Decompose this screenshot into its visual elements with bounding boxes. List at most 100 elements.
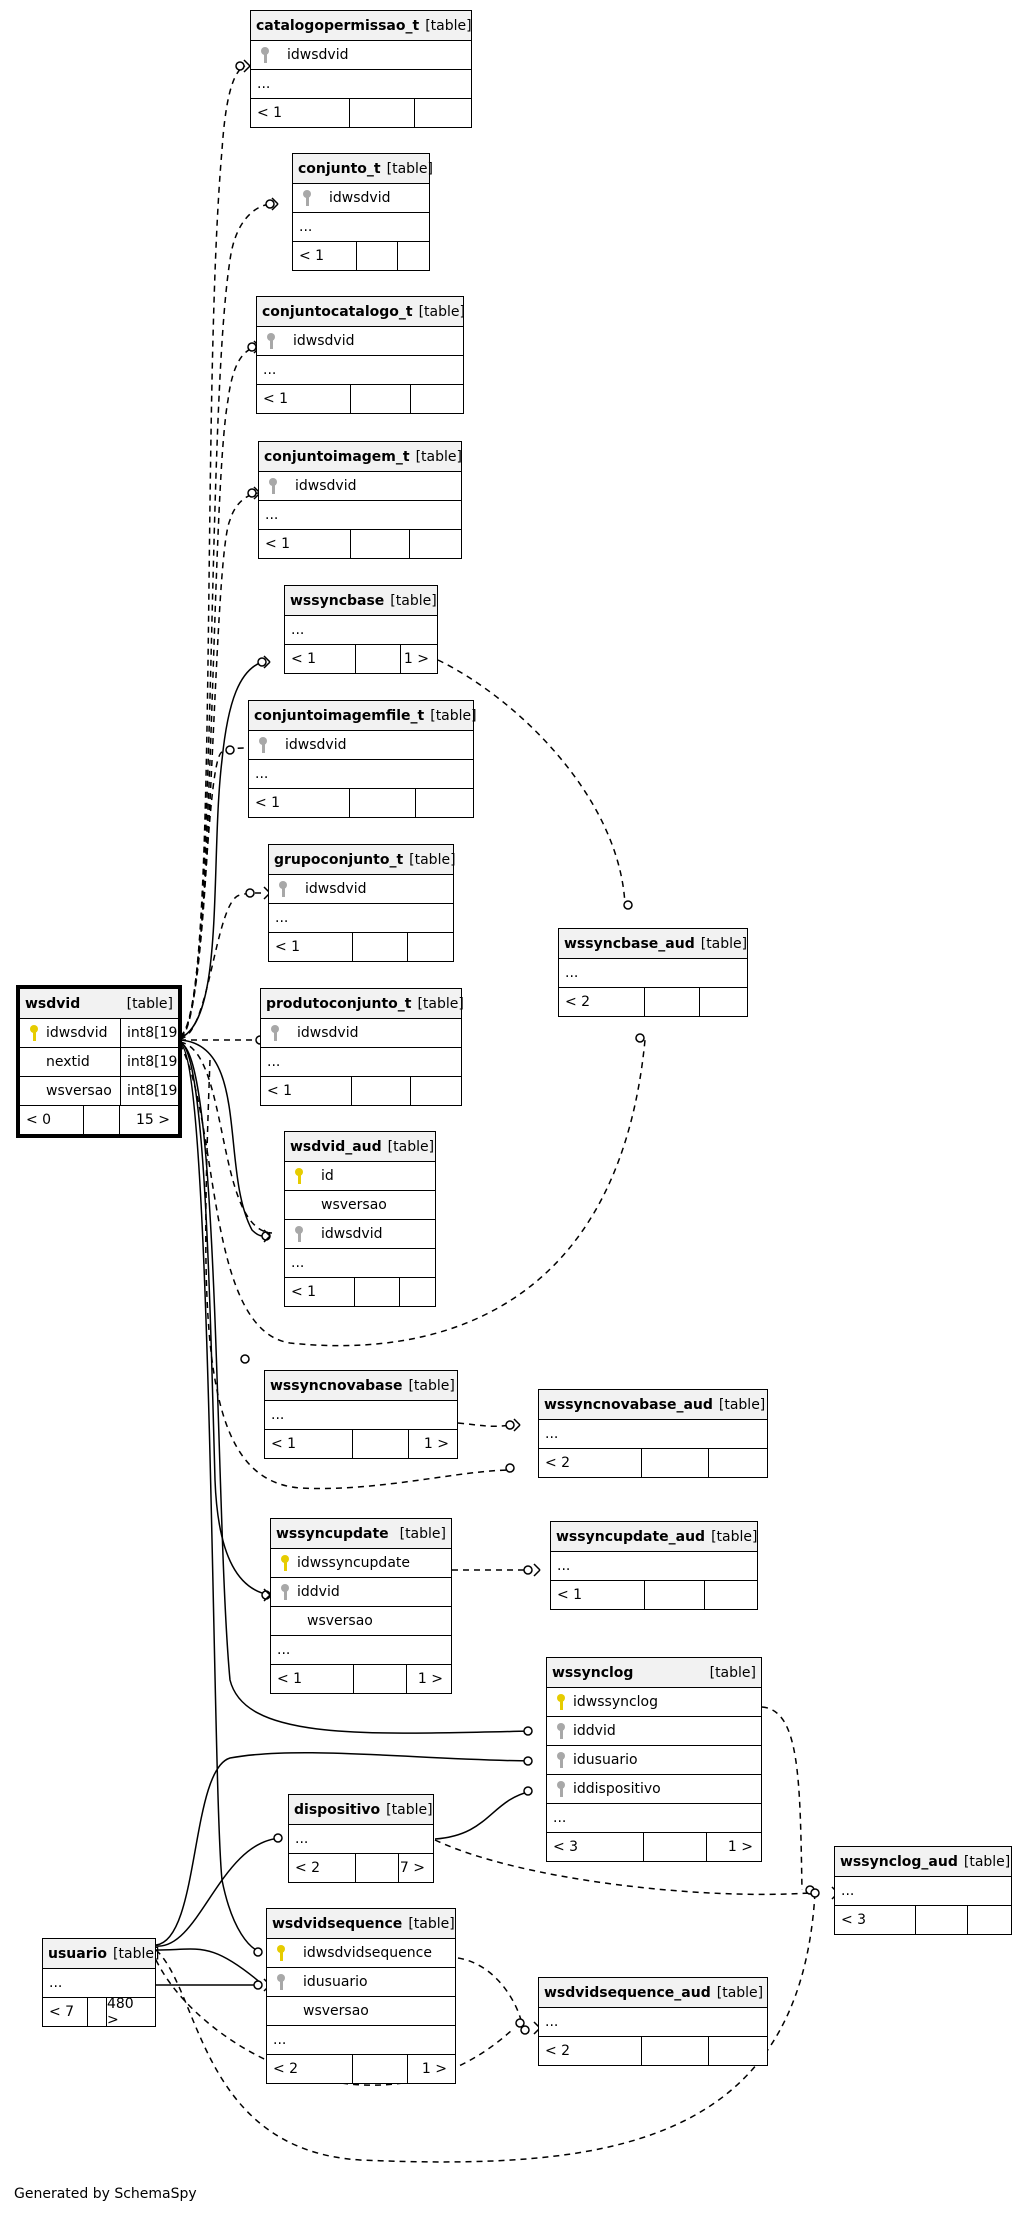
table-name: wssyncbase_aud [564, 935, 695, 952]
children-count [400, 1278, 436, 1306]
ellipsis: ... [545, 2014, 559, 2030]
foreign-key-icon [557, 1752, 567, 1769]
table-tag: [table] [417, 995, 464, 1012]
parents-count: < 1 [551, 1581, 645, 1609]
table-wssynclog[interactable]: wssynclog[table] idwssynclog iddvid idus… [546, 1657, 762, 1862]
table-header: wssyncupdate[table] [271, 1519, 451, 1549]
table-header: wsdvidsequence[table] [267, 1909, 455, 1939]
parents-count: < 1 [265, 1430, 353, 1458]
primary-key-icon [277, 1945, 287, 1962]
ellipsis: ... [267, 1054, 281, 1070]
children-count [709, 2037, 767, 2065]
table-name: wsdvid [25, 995, 81, 1012]
parents-count: < 1 [261, 1077, 352, 1105]
table-header: wssyncnovabase_aud[table] [539, 1390, 767, 1420]
table-footer: < 1 [551, 1581, 757, 1609]
parents-count: < 1 [271, 1665, 354, 1693]
table-wssyncupdate_aud[interactable]: wssyncupdate_aud[table] ... < 1 [550, 1521, 758, 1610]
table-footer: < 1 [251, 99, 471, 127]
ellipsis: ... [265, 507, 279, 523]
ellipsis: ... [263, 362, 277, 378]
table-wsdvidsequence_aud[interactable]: wsdvidsequence_aud[table] ... < 2 [538, 1977, 768, 2066]
table-footer: < 3 1 > [547, 1833, 761, 1861]
table-footer: < 2 [539, 2037, 767, 2065]
children-count: 1 > [403, 651, 429, 667]
table-conjuntoimagemfile_t[interactable]: conjuntoimagemfile_t[table] idwsdvid ...… [248, 700, 477, 818]
table-tag: [table] [711, 1528, 758, 1545]
ellipsis: ... [291, 622, 305, 638]
table-conjuntocatalogo_t[interactable]: conjuntocatalogo_t[table] idwsdvid ... <… [256, 296, 465, 414]
foreign-key-icon [303, 190, 313, 207]
table-footer: < 2 [539, 1449, 767, 1477]
table-header: wssynclog_aud[table] [835, 1847, 1011, 1877]
ellipsis: ... [275, 910, 289, 926]
table-name: catalogopermissao_t [256, 17, 420, 34]
table-wssyncupdate[interactable]: wssyncupdate[table] idwssyncupdate iddvi… [270, 1518, 452, 1694]
table-produtoconjunto_t[interactable]: produtoconjunto_t[table] idwsdvid ... < … [260, 988, 464, 1106]
table-wssynclog_aud[interactable]: wssynclog_aud[table] ... < 3 [834, 1846, 1012, 1935]
more-columns-row: ... [265, 1401, 457, 1430]
table-header: wsdvid[table] [20, 989, 178, 1019]
ellipsis: ... [557, 1558, 571, 1574]
more-columns-row: ... [267, 2026, 455, 2055]
children-count [411, 1077, 461, 1105]
parents-count: < 2 [539, 2037, 642, 2065]
parents-count: < 3 [547, 1833, 644, 1861]
column-name: nextid [46, 1054, 90, 1070]
table-wsdvidsequence[interactable]: wsdvidsequence[table] idwsdvidsequence i… [266, 1908, 456, 2084]
foreign-key-icon [271, 1025, 281, 1042]
table-tag: [table] [430, 707, 477, 724]
more-columns-row: ... [551, 1552, 757, 1581]
ellipsis: ... [545, 1426, 559, 1442]
foreign-key-icon [277, 1974, 287, 1991]
column-name: wsversao [321, 1197, 387, 1213]
more-columns-row: ... [257, 356, 463, 385]
column-row: iddvid [547, 1717, 761, 1746]
ellipsis: ... [291, 1255, 305, 1271]
more-columns-row: ... [547, 1804, 761, 1833]
table-tag: [table] [386, 1801, 433, 1818]
more-columns-row: ... [835, 1877, 1011, 1906]
rel-wsdvid-wssyncbase_aud-loop [179, 1039, 646, 1347]
column-name: idwssynclog [573, 1694, 659, 1710]
table-conjunto_t[interactable]: conjunto_t[table] idwsdvid ... < 1 [292, 153, 433, 271]
parents-count: < 1 [259, 530, 351, 558]
more-columns-row: ... [249, 760, 473, 789]
column-name: idwsdvidsequence [303, 1945, 432, 1961]
column-row: idwsdvid [261, 1019, 461, 1048]
foreign-key-icon [259, 737, 269, 754]
table-grupoconjunto_t[interactable]: grupoconjunto_t[table] idwsdvid ... < 1 [268, 844, 456, 962]
table-tag: [table] [399, 1525, 446, 1542]
rel-wsdvid-wsdvidsequence [179, 1043, 263, 1953]
table-wsdvid_aud[interactable]: wsdvid_aud[table] id wsversao idwsdvid .… [284, 1131, 436, 1307]
table-tag: [table] [408, 1915, 455, 1932]
table-catalogopermissao_t[interactable]: catalogopermissao_t[table] idwsdvid ... … [250, 10, 472, 128]
children-count: 15 > [136, 1112, 170, 1128]
children-count [700, 988, 747, 1016]
parents-count: < 1 [285, 1278, 355, 1306]
rel-wssyncbase-aud [437, 659, 626, 906]
children-count: 1 > [423, 1436, 449, 1452]
table-wssyncbase_aud[interactable]: wssyncbase_aud[table] ... < 2 [558, 928, 748, 1017]
table-wssyncnovabase_aud[interactable]: wssyncnovabase_aud[table] ... < 2 [538, 1389, 768, 1478]
table-conjuntoimagem_t[interactable]: conjuntoimagem_t[table] idwsdvid ... < 1 [258, 441, 462, 559]
table-tag: [table] [709, 1664, 756, 1681]
table-tag: [table] [716, 1984, 764, 2001]
table-header: wssynclog[table] [547, 1658, 761, 1688]
table-name: usuario [48, 1945, 108, 1962]
table-footer: < 1 [285, 1278, 435, 1306]
table-name: conjunto_t [298, 160, 381, 177]
ellipsis: ... [273, 2032, 287, 2048]
children-count: 1 > [727, 1839, 753, 1855]
column-row: idwsdvid [259, 472, 461, 501]
table-name: wsdvid_aud [290, 1138, 382, 1155]
ellipsis: ... [299, 219, 313, 235]
foreign-key-icon [295, 1226, 305, 1243]
